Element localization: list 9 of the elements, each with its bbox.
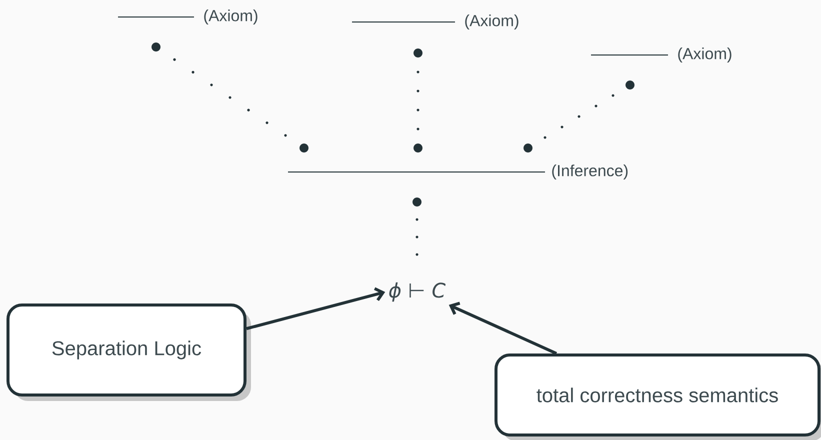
rule-label: (Axiom) [465,14,518,30]
arrow [246,287,386,330]
rule-label: (Axiom) [678,48,732,62]
arrow [448,302,558,355]
text-box: Separation Logic [6,304,251,401]
text-box: total correctness semantics [494,354,821,440]
rule-label: (Axiom) [204,10,258,24]
judgement-formula: ϕ ⊢ C [389,282,446,302]
rule-label: (Inference) [552,164,628,180]
